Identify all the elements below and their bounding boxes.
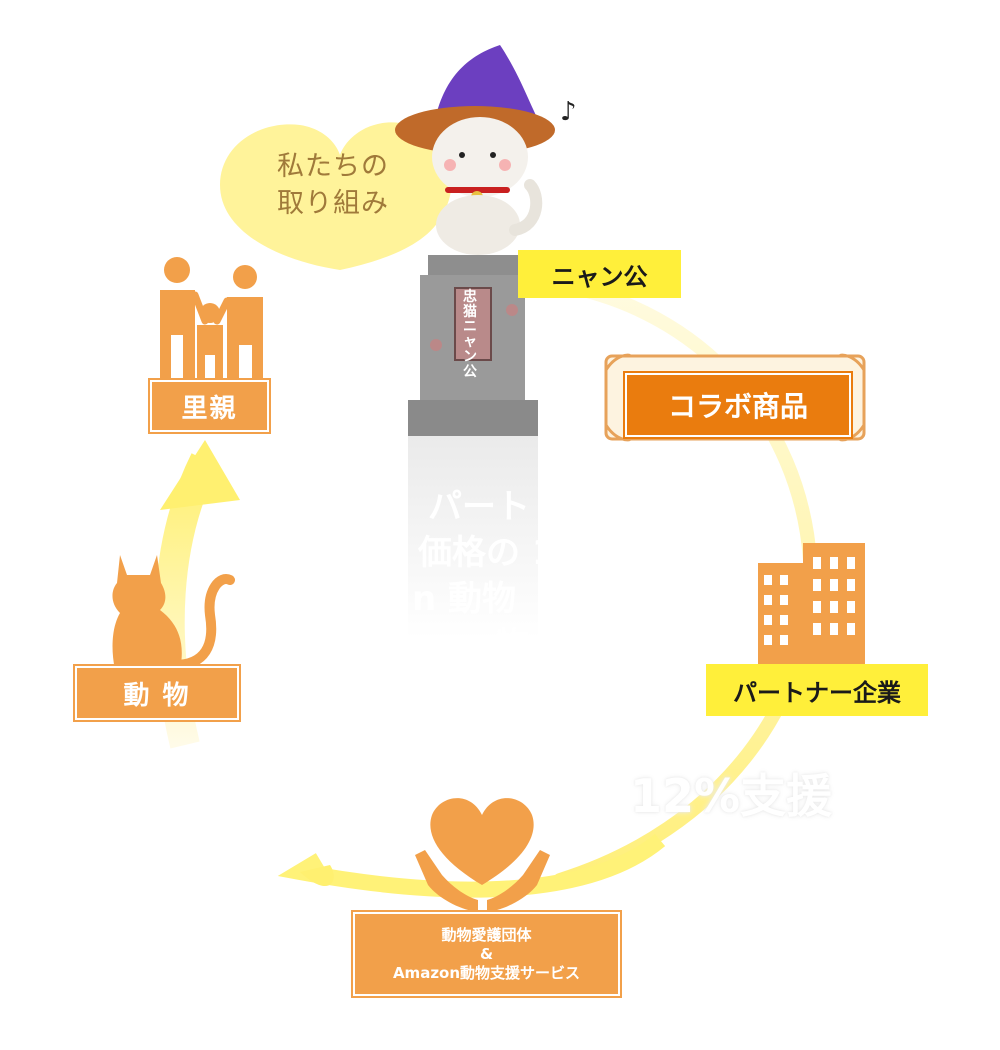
org-line-2: & <box>479 944 494 963</box>
org-line-1: 動物愛護団体 <box>441 925 532 944</box>
bubble-text: 私たちの 取り組み <box>258 148 408 222</box>
org-line-3: Amazon動物支援サービス <box>392 963 581 982</box>
building-icon <box>758 543 865 668</box>
family-icon <box>160 257 263 380</box>
svg-text:♪: ♪ <box>560 97 577 127</box>
bubble-line-1: 私たちの <box>277 151 389 182</box>
plate-inscription: 忠猫ニャン公 <box>463 289 477 380</box>
stone-pillar <box>408 255 538 436</box>
ghost-text-2: 価格の 1 <box>418 533 556 573</box>
bubble-line-2: 取り組み <box>277 188 389 219</box>
hands-heart-icon <box>415 798 550 912</box>
cat-silhouette-icon <box>112 555 235 670</box>
foster-parent-label: 里親 <box>150 380 269 432</box>
ghost-text-3: n 動物 <box>412 579 517 619</box>
cat-mascot-icon: ♪ <box>395 45 577 255</box>
ghost-text-4: 物 <box>495 625 529 665</box>
ghost-text-1: パート <box>428 487 530 527</box>
collab-products-label: コラボ商品 <box>625 373 851 437</box>
organizations-label: 動物愛護団体 & Amazon動物支援サービス <box>353 912 620 996</box>
heart-bubble-shape <box>220 122 452 270</box>
partner-company-label: パートナー企業 <box>706 664 928 716</box>
support-percent-text: 12%支援 <box>630 769 833 823</box>
statue-reflection <box>408 430 538 690</box>
animal-label: 動 物 <box>75 666 239 720</box>
nyankou-label: ニャン公 <box>518 250 681 298</box>
